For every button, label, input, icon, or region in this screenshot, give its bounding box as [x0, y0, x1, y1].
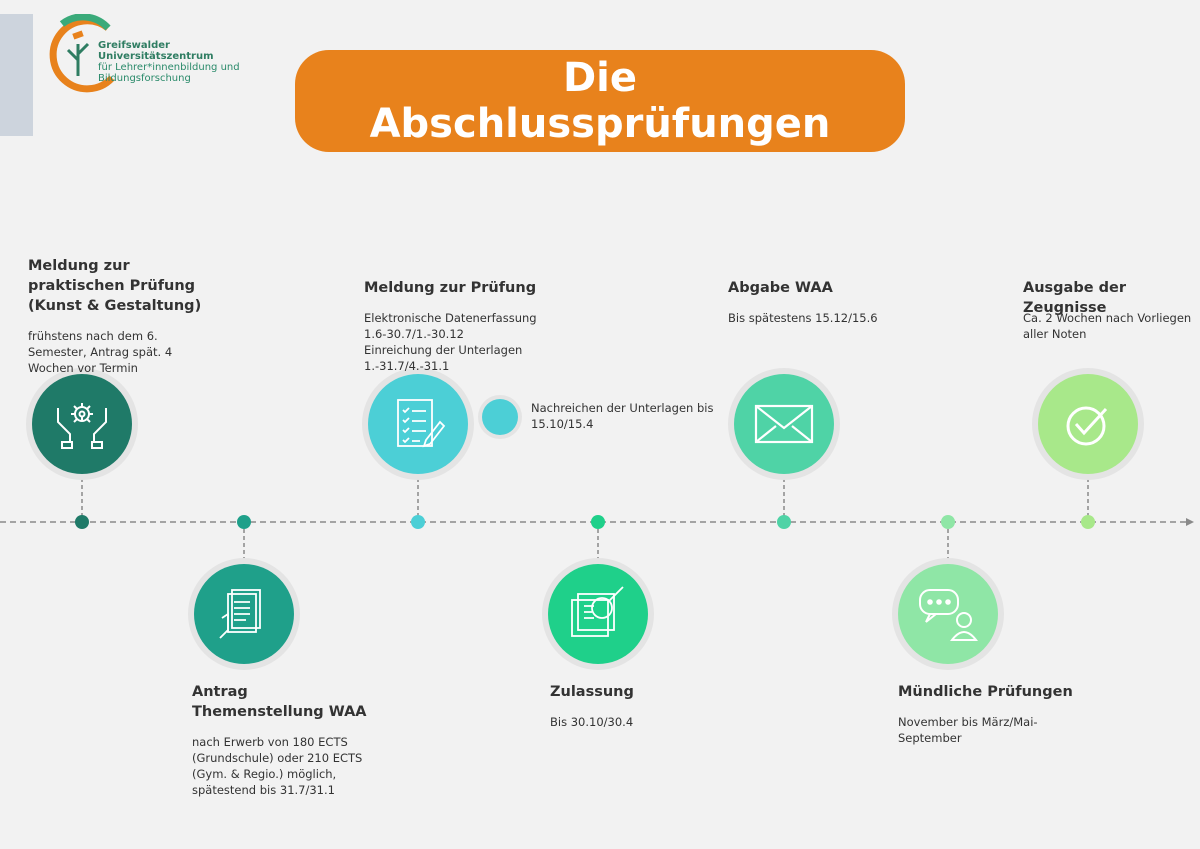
step-text-line: nach Erwerb von 180 ECTS — [192, 735, 348, 749]
step-text-line: Wochen vor Termin — [28, 361, 138, 375]
step-text-line: November bis März/Mai- — [898, 715, 1038, 729]
logo-mark-icon — [49, 14, 115, 93]
hands-gear-icon — [57, 403, 107, 449]
step-title-line: Abgabe WAA — [728, 280, 833, 296]
page-title-line-1: Die — [562, 55, 638, 101]
document-hand-icon — [219, 589, 261, 639]
logo-line-1: Greifswalder Universitätszentrum — [98, 40, 214, 62]
step-text-7: Ca. 2 Wochen nach Vorliegen aller Noten — [1023, 310, 1198, 342]
timeline-dot-5 — [777, 515, 791, 529]
step-text-6: November bis März/Mai- September — [898, 714, 1108, 746]
step-text-line: (Gym. & Regio.) möglich, — [192, 767, 337, 781]
page-title-line-2: Abschlussprüfungen — [369, 101, 831, 147]
step-text-line: Einreichung der Unterlagen — [364, 343, 523, 357]
note-text-line: Nachreichen der Unterlagen bis — [531, 401, 714, 415]
step-text-line: Bis spätestens 15.12/15.6 — [728, 311, 878, 325]
step-title-line: Ausgabe der Zeugnisse — [1023, 280, 1126, 316]
logo-line-2: für Lehrer*innenbildung und — [98, 62, 240, 73]
envelope-icon — [754, 404, 814, 444]
step-circle-7 — [1032, 368, 1144, 480]
timeline-arrow-icon — [1186, 518, 1194, 526]
checkmark-icon — [1066, 406, 1108, 446]
step-text-line: September — [898, 731, 962, 745]
note-text-line: 15.10/15.4 — [531, 417, 594, 431]
step-circle-fill-6 — [898, 564, 998, 664]
step-text-1: frühstens nach dem 6. Semester, Antrag sp… — [28, 328, 218, 376]
step-circle-fill-4 — [548, 564, 648, 664]
step-circle-3 — [362, 368, 474, 480]
step-circle-fill-5 — [734, 374, 834, 474]
step-title-4: Zulassung — [550, 682, 750, 702]
note-circle-fill — [482, 399, 518, 435]
step-text-line: 1.6-30.7/1.-30.12 — [364, 327, 464, 341]
checklist-icon — [397, 399, 446, 448]
step-title-1: Meldung zur praktischen Prüfung (Kunst & G… — [28, 256, 218, 316]
step-title-line: Meldung zur Prüfung — [364, 280, 537, 296]
step-title-7: Ausgabe der Zeugnisse — [1023, 278, 1198, 318]
step-circle-4 — [542, 558, 654, 670]
step-text-line: aller Noten — [1023, 327, 1087, 341]
timeline-dot-4 — [591, 515, 605, 529]
step-title-3: Meldung zur Prüfung — [364, 278, 554, 298]
timeline-dot-1 — [75, 515, 89, 529]
step-text-line: Bis 30.10/30.4 — [550, 715, 634, 729]
note-text: Nachreichen der Unterlagen bis 15.10/15.4 — [531, 400, 721, 432]
step-text-line: frühstens nach dem 6. — [28, 329, 158, 343]
step-title-line: Themenstellung WAA — [192, 704, 367, 720]
step-text-line: spätestend bis 31.7/31.1 — [192, 783, 335, 797]
timeline-dot-6 — [941, 515, 955, 529]
step-title-6: Mündliche Prüfungen — [898, 682, 1108, 702]
step-text-4: Bis 30.10/30.4 — [550, 714, 750, 730]
timeline-dot-3 — [411, 515, 425, 529]
step-text-line: 1.-31.7/4.-31.1 — [364, 359, 450, 373]
page-title: Die Abschlussprüfungen — [295, 50, 905, 152]
step-title-line: Zulassung — [550, 684, 634, 700]
timeline-dot-7 — [1081, 515, 1095, 529]
step-circle-1 — [26, 368, 138, 480]
step-text-3: Elektronische Datenerfassung 1.6-30.7/1.-… — [364, 310, 554, 374]
step-title-line: (Kunst & Gestaltung) — [28, 298, 202, 314]
sidebar-strip — [0, 14, 33, 136]
step-text-line: (Grundschule) oder 210 ECTS — [192, 751, 363, 765]
step-circle-2 — [188, 558, 300, 670]
step-title-line: Mündliche Prüfungen — [898, 684, 1073, 700]
step-circle-fill-3 — [368, 374, 468, 474]
logo-text: Greifswalder Universitätszentrum für Leh… — [98, 40, 252, 84]
timeline-dot-2 — [237, 515, 251, 529]
step-text-line: Elektronische Datenerfassung — [364, 311, 537, 325]
step-text-line: Semester, Antrag spät. 4 — [28, 345, 173, 359]
step-circle-6 — [892, 558, 1004, 670]
step-title-5: Abgabe WAA — [728, 278, 918, 298]
step-text-line: Ca. 2 Wochen nach Vorliegen — [1023, 311, 1192, 325]
step-circle-fill-1 — [32, 374, 132, 474]
magnifier-document-icon — [571, 586, 624, 637]
note-circle — [478, 395, 522, 439]
step-text-5: Bis spätestens 15.12/15.6 — [728, 310, 918, 326]
step-circle-fill-7 — [1038, 374, 1138, 474]
logo-line-3: Bildungsforschung — [98, 73, 191, 84]
step-circle-5 — [728, 368, 840, 480]
speech-person-icon — [919, 589, 979, 641]
step-title-line: Meldung zur — [28, 258, 130, 274]
logo: Greifswalder Universitätszentrum für Leh… — [42, 14, 252, 96]
step-title-line: praktischen Prüfung — [28, 278, 196, 294]
step-circle-fill-2 — [194, 564, 294, 664]
step-text-2: nach Erwerb von 180 ECTS (Grundschule) od… — [192, 734, 392, 798]
step-title-line: Antrag — [192, 684, 248, 700]
